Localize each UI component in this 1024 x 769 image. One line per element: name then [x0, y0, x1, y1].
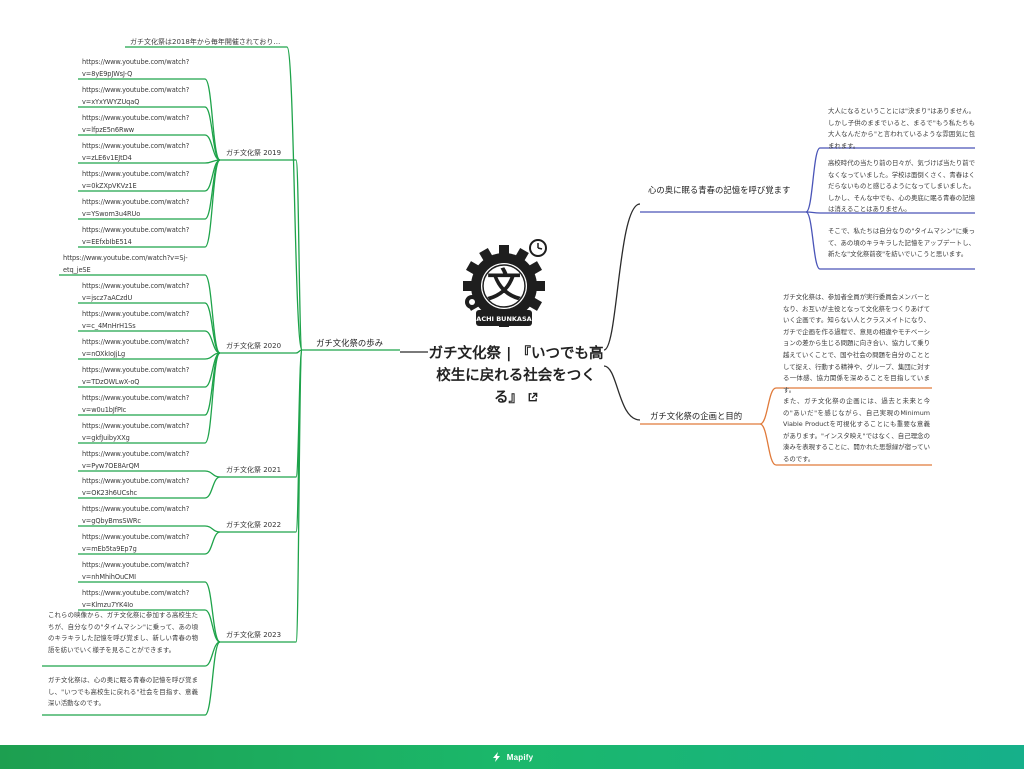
mapify-logo-icon — [492, 752, 500, 762]
year-label-3[interactable]: ガチ文化祭 2021 — [226, 466, 282, 474]
external-link-icon[interactable] — [527, 388, 538, 410]
branch-history[interactable]: ガチ文化祭の歩み — [316, 338, 383, 348]
video-link-connector — [204, 352, 221, 444]
video-link-2-2[interactable]: https://www.youtube.com/watch? v=jscz7aA… — [82, 282, 190, 302]
planning-paragraph-link — [759, 387, 777, 425]
center-link-memory — [603, 203, 641, 351]
video-link-1-4[interactable]: https://www.youtube.com/watch? v=zLE6v1E… — [82, 142, 190, 162]
center-title-text: ガチ文化祭 | 『いつでも高校生に戻れる社会をつくる』 — [428, 346, 604, 406]
year-link-1 — [295, 159, 303, 351]
history-intro[interactable]: ガチ文化祭は2018年から毎年開催されており… — [130, 38, 281, 46]
year-link-5 — [295, 349, 303, 643]
video-link-1-2[interactable]: https://www.youtube.com/watch? v=xYxYWYZ… — [82, 86, 190, 106]
video-link-connector — [204, 134, 221, 161]
video-link-5-2[interactable]: https://www.youtube.com/watch? v=Klmzu7Y… — [82, 589, 190, 609]
year-link-2 — [295, 349, 303, 354]
video-link-3-1[interactable]: https://www.youtube.com/watch? v=Pyw7OE8… — [82, 450, 190, 470]
video-link-1-3[interactable]: https://www.youtube.com/watch? v=lfpzE5n… — [82, 114, 190, 134]
memory-paragraph-link — [805, 147, 821, 213]
year-label-1[interactable]: ガチ文化祭 2019 — [226, 149, 282, 157]
memory-paragraph-1[interactable]: 大人になるということには"決まり"はありません。しかし子供のままでいると、まるで… — [828, 107, 975, 150]
paragraph-link — [204, 641, 221, 716]
video-link-2-6[interactable]: https://www.youtube.com/watch? v=w0u1bJf… — [82, 394, 190, 414]
video-link-2-4[interactable]: https://www.youtube.com/watch? v=nOXkIoJ… — [82, 338, 190, 358]
memory-paragraph-link — [805, 211, 821, 214]
branch-planning[interactable]: ガチ文化祭の企画と目的 — [650, 411, 743, 421]
video-link-2-7[interactable]: https://www.youtube.com/watch? v=gkfJuib… — [82, 422, 190, 442]
video-link-connector — [204, 609, 221, 643]
year-label-4[interactable]: ガチ文化祭 2022 — [226, 521, 282, 529]
memory-paragraph-link — [805, 211, 821, 270]
video-link-connector — [204, 330, 221, 354]
gachi-bunkasai-logo: 文 GACHI BUNKASAI! — [458, 236, 554, 336]
memory-paragraph-3[interactable]: そこで、私たちは自分なりの"タイムマシン"に乗って、あの頃のキラキラした記憶をア… — [828, 227, 975, 259]
video-link-1-6[interactable]: https://www.youtube.com/watch? v=YSwom3u… — [82, 198, 190, 218]
planning-paragraph-2[interactable]: また、ガチ文化祭の企画には、過去と未来と今の"あいだ"を感じながら、自己実現のM… — [783, 397, 930, 463]
svg-text:GACHI BUNKASAI!: GACHI BUNKASAI! — [471, 315, 537, 323]
video-link-connector — [204, 159, 221, 248]
planning-paragraph-1[interactable]: ガチ文化祭は、参加者全員が実行委員会メンバーとなり、お互いが主役となって文化祭を… — [783, 293, 930, 394]
video-link-2-5[interactable]: https://www.youtube.com/watch? v=TDzOWLw… — [82, 366, 190, 386]
memory-paragraph-2[interactable]: 高校時代の当たり前の日々が、気づけば当たり前でなくなっていました。学校は面倒くさ… — [828, 159, 975, 214]
planning-paragraph-link — [759, 423, 777, 466]
footer-brand: Mapify — [506, 752, 534, 762]
video-link-1-5[interactable]: https://www.youtube.com/watch? v=0kZXpVK… — [82, 170, 190, 190]
history-paragraph-2[interactable]: これらの映像から、ガチ文化祭に参加する高校生たちが、自分なりの"タイムマシン"に… — [48, 611, 198, 654]
center-link-planning — [603, 365, 641, 421]
center-topic[interactable]: ガチ文化祭 | 『いつでも高校生に戻れる社会をつくる』 — [428, 343, 604, 410]
video-link-5-1[interactable]: https://www.youtube.com/watch? v=nhMhihO… — [82, 561, 190, 581]
gear-logo-icon: 文 GACHI BUNKASAI! — [463, 239, 547, 327]
video-link-3-2[interactable]: https://www.youtube.com/watch? v=OK23h6U… — [82, 477, 190, 497]
video-link-connector — [204, 352, 221, 416]
video-link-1-7[interactable]: https://www.youtube.com/watch? v=EEfxbIb… — [82, 226, 190, 246]
video-link-2-1[interactable]: https://www.youtube.com/watch?v=Sj- etq_… — [63, 254, 188, 274]
video-link-4-2[interactable]: https://www.youtube.com/watch? v=mEb5ta9… — [82, 533, 190, 553]
video-link-4-1[interactable]: https://www.youtube.com/watch? v=gQbyBms… — [82, 505, 190, 525]
connector-lines — [42, 46, 975, 716]
year-label-2[interactable]: ガチ文化祭 2020 — [226, 342, 282, 350]
video-link-connector — [204, 470, 221, 478]
history-paragraph-3[interactable]: ガチ文化祭は、心の奥に眠る青春の記憶を呼び覚まし、"いつでも高校生に戻れる"社会… — [48, 676, 198, 708]
svg-text:文: 文 — [487, 266, 521, 306]
video-link-connector — [204, 476, 221, 499]
branch-memory[interactable]: 心の奥に眠る青春の記憶を呼び覚ます — [648, 185, 791, 195]
footer-bar: Mapify — [0, 745, 1024, 769]
video-link-1-1[interactable]: https://www.youtube.com/watch? v=8yE9pJW… — [82, 58, 190, 78]
video-link-2-3[interactable]: https://www.youtube.com/watch? v=c_4MnHr… — [82, 310, 190, 330]
year-label-5[interactable]: ガチ文化祭 2023 — [226, 631, 282, 639]
video-link-connector — [204, 525, 221, 533]
history-intro-link — [286, 46, 303, 351]
video-link-connector — [204, 531, 221, 555]
